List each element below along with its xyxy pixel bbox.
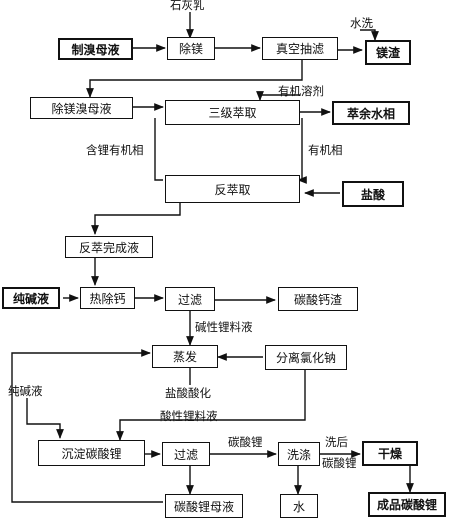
organic-solvent-label: 有机溶剂 bbox=[278, 84, 324, 98]
after-wash-label: 洗后 bbox=[325, 435, 348, 449]
three-stage-extraction-box: 三级萃取 bbox=[165, 100, 300, 125]
caco3-residue-box: 碳酸钙渣 bbox=[278, 287, 358, 311]
filter-2-box: 过滤 bbox=[162, 442, 210, 466]
acidic-li-label: 酸性锂料液 bbox=[160, 409, 218, 423]
water-wash-label: 水洗 bbox=[350, 16, 373, 30]
precipitate-li2co3-box: 沉淀碳酸锂 bbox=[38, 440, 145, 466]
soda-solution-box: 纯碱液 bbox=[2, 287, 60, 309]
alkaline-li-label: 碱性锂料液 bbox=[195, 320, 253, 334]
li2co3-label: 碳酸锂 bbox=[228, 435, 263, 449]
li-organic-label: 含锂有机相 bbox=[86, 143, 144, 157]
evaporation-box: 蒸发 bbox=[152, 345, 218, 368]
soda-solution-2-label: 纯碱液 bbox=[8, 384, 43, 398]
drying-box: 干燥 bbox=[362, 441, 418, 466]
remove-mg-box: 除镁 bbox=[167, 37, 215, 60]
mg-residue-box: 镁渣 bbox=[365, 40, 411, 65]
brine-box: 制溴母液 bbox=[58, 38, 133, 60]
washing-box: 洗涤 bbox=[278, 442, 320, 466]
product-box: 成品碳酸锂 bbox=[368, 492, 446, 517]
mother-liquor-box: 碳酸锂母液 bbox=[165, 494, 243, 518]
lime-label: 石灰乳 bbox=[170, 0, 205, 12]
li2co3-2-label: 碳酸锂 bbox=[322, 456, 357, 470]
raffinate-box: 萃余水相 bbox=[332, 101, 410, 125]
hcl-box: 盐酸 bbox=[342, 181, 404, 207]
back-extraction-box: 反萃取 bbox=[165, 175, 300, 203]
organic-phase-label: 有机相 bbox=[308, 143, 343, 157]
nacl-separation-box: 分离氯化钠 bbox=[265, 345, 347, 370]
vacuum-filter-box: 真空抽滤 bbox=[262, 37, 338, 60]
back-extraction-liquor-box: 反萃完成液 bbox=[65, 236, 153, 258]
hot-ca-removal-box: 热除钙 bbox=[80, 287, 135, 309]
hcl-acidify-label: 盐酸酸化 bbox=[165, 386, 211, 400]
water-box: 水 bbox=[280, 494, 318, 518]
mg-free-brine-box: 除镁溴母液 bbox=[30, 97, 133, 119]
filter-1-box: 过滤 bbox=[165, 287, 215, 311]
